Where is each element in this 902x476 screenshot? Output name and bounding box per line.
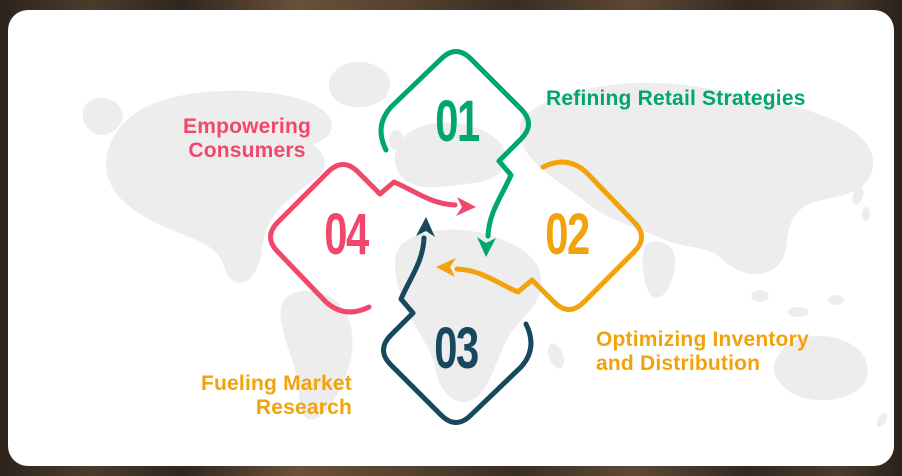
step-number-03: 03 (434, 316, 479, 381)
label-line: and Distribution (596, 352, 761, 375)
world-map (82, 61, 888, 428)
label-line: Optimizing Inventory (596, 328, 809, 351)
label-step-03: Fueling Market Research (140, 372, 352, 420)
map-alaska (82, 97, 123, 135)
label-line: Empowering (182, 115, 311, 138)
label-line: Refining Retail Strategies (546, 87, 806, 110)
label-step-04: Empowering Consumers (147, 115, 347, 163)
label-line: Research (255, 396, 352, 419)
label-line: Fueling Market (201, 372, 352, 395)
map-south-america (280, 290, 353, 420)
map-island (788, 307, 808, 317)
map-new-zealand (876, 412, 888, 428)
map-island (828, 295, 844, 305)
map-madagascar (548, 343, 564, 369)
step-number-04: 04 (324, 202, 369, 267)
map-japan (862, 207, 870, 221)
step-number-01: 01 (435, 89, 480, 154)
map-north-america (106, 90, 332, 283)
map-greenland (328, 61, 390, 108)
map-asia (519, 82, 874, 275)
map-uk (389, 130, 403, 150)
map-australia (773, 335, 868, 401)
label-step-02: Optimizing Inventory and Distribution (596, 328, 809, 376)
step-number-02: 02 (545, 202, 590, 267)
label-step-01: Refining Retail Strategies (546, 87, 806, 111)
map-africa (394, 229, 542, 403)
map-india (642, 241, 676, 298)
map-island (751, 290, 769, 302)
label-line: Consumers (188, 139, 306, 162)
map-japan (852, 187, 864, 205)
map-europe (394, 122, 507, 188)
